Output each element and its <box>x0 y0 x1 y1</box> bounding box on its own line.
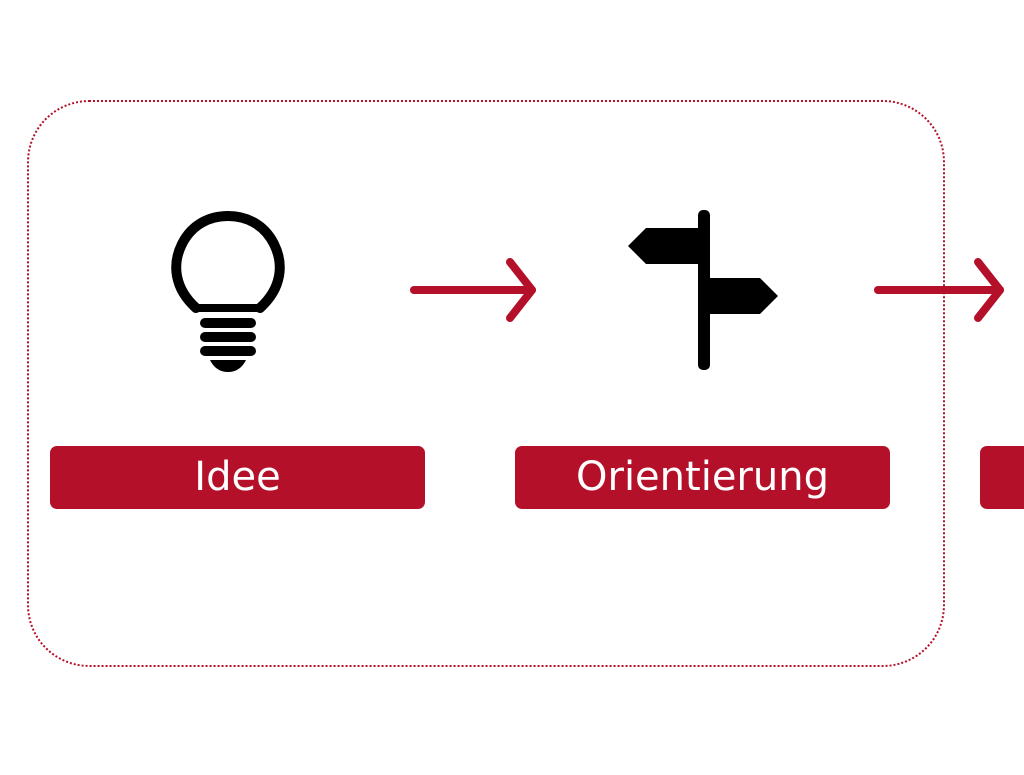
lightbulb-icon <box>171 211 285 372</box>
step-label-orientierung: Orientierung <box>515 446 890 509</box>
dotted-group-frame <box>27 100 945 667</box>
arrow-right-icon <box>874 258 1004 322</box>
step-label-idee: Idee <box>50 446 425 509</box>
arrow-right-icon <box>410 258 536 322</box>
step-label-next <box>980 446 1024 509</box>
signpost-icon <box>628 210 778 370</box>
